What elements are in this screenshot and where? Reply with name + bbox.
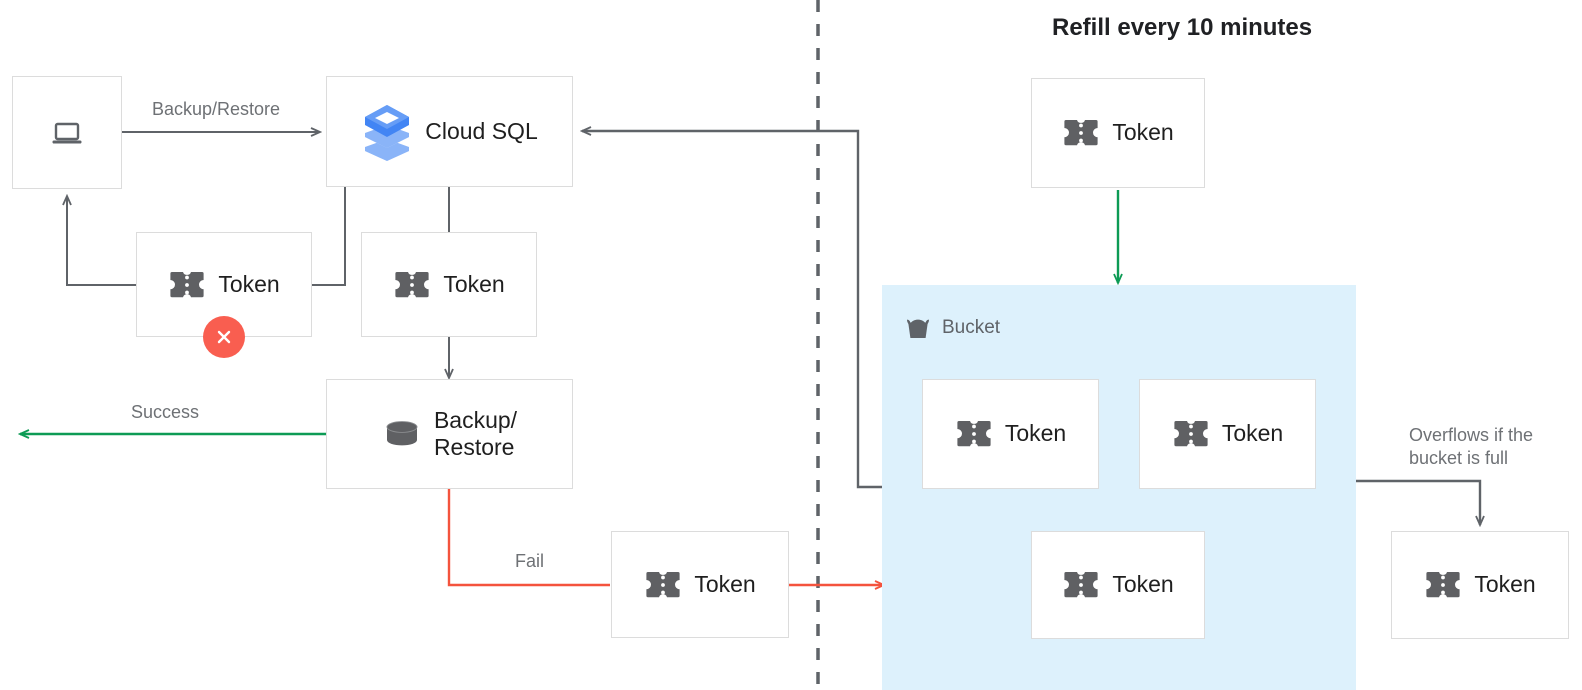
token-icon	[644, 569, 682, 601]
edge-label-backup-restore: Backup/Restore	[152, 99, 281, 119]
bucket-icon	[903, 313, 933, 343]
edge-label-overflow: Overflows if the bucket is full	[1409, 425, 1534, 468]
node-bucket-token-3-label: Token	[1112, 571, 1174, 598]
token-icon	[955, 418, 993, 450]
edge-label-success: Success	[131, 402, 200, 422]
node-backup-restore-label: Backup/ Restore	[433, 406, 518, 460]
laptop-icon	[49, 118, 85, 148]
token-icon	[393, 269, 431, 301]
node-token-overflow[interactable]: Token	[1391, 531, 1569, 639]
edge-label-fail: Fail	[515, 551, 545, 571]
diagram-title: Refill every 10 minutes	[1052, 14, 1313, 41]
bucket-header: Bucket	[903, 313, 1000, 343]
close-icon	[217, 330, 231, 344]
token-icon	[1424, 569, 1462, 601]
node-bucket-token-3[interactable]: Token	[1031, 531, 1205, 639]
node-token-failed-label: Token	[218, 270, 280, 297]
error-x-badge	[203, 316, 245, 358]
node-token-refill[interactable]: Token	[1031, 78, 1205, 188]
node-bucket-token-2-label: Token	[1221, 420, 1284, 447]
token-icon	[1172, 418, 1210, 450]
edge-bucket-to-overflow	[1356, 479, 1480, 525]
node-cloud-sql-label: Cloud SQL	[425, 117, 538, 144]
node-cloud-sql[interactable]: Cloud SQL	[326, 76, 573, 187]
node-token-fail-return-label: Token	[694, 570, 756, 597]
node-client[interactable]	[12, 76, 122, 189]
token-icon	[168, 269, 206, 301]
edge-cloudsql-to-token-failed	[312, 186, 346, 286]
node-token-overflow-label: Token	[1474, 571, 1536, 598]
cloud-sql-icon	[361, 103, 413, 161]
bucket-label: Bucket	[942, 317, 1001, 338]
token-icon	[1062, 569, 1100, 601]
edge-token-failed-to-client	[67, 196, 136, 286]
node-bucket-token-1[interactable]: Token	[922, 379, 1099, 489]
node-bucket-token-1-label: Token	[1004, 420, 1067, 447]
node-token-consumed[interactable]: Token	[361, 232, 537, 337]
token-icon	[1062, 117, 1100, 149]
node-token-consumed-label: Token	[443, 270, 505, 297]
node-token-fail-return[interactable]: Token	[611, 531, 789, 638]
node-token-refill-label: Token	[1112, 119, 1174, 146]
database-icon	[382, 418, 422, 450]
node-backup-restore[interactable]: Backup/ Restore	[326, 379, 573, 489]
edge-bucket-to-cloudsql	[582, 131, 884, 489]
node-bucket-token-2[interactable]: Token	[1139, 379, 1316, 489]
